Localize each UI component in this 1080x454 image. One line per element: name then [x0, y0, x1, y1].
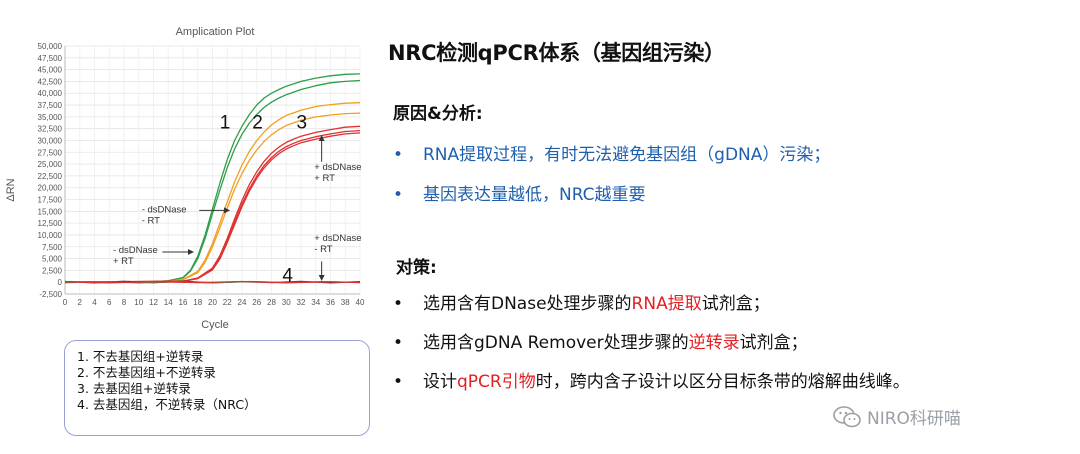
legend-item: 2. 不去基因组+不逆转录 [77, 365, 216, 380]
y-tick-label: 10,000 [38, 231, 63, 240]
strategy-highlight: 逆转录 [688, 333, 740, 353]
x-tick-label: 0 [63, 298, 68, 307]
strategy-text: 设计 [423, 372, 457, 392]
series-line [64, 102, 361, 283]
x-tick-label: 12 [149, 298, 158, 307]
y-tick-label: 30,000 [38, 136, 63, 145]
strategy-text: 选用含gDNA Remover处理步骤的 [423, 333, 689, 353]
x-tick-label: 32 [297, 298, 306, 307]
x-tick-label: 28 [267, 298, 276, 307]
y-tick-label: 12,500 [38, 219, 63, 228]
y-tick-label: 27,500 [38, 148, 63, 157]
x-tick-label: 16 [179, 298, 188, 307]
watermark-text: NIRO科研喵 [867, 409, 961, 429]
x-tick-label: 24 [238, 298, 247, 307]
x-tick-label: 10 [134, 298, 143, 307]
y-tick-label: 50,000 [38, 42, 63, 51]
y-tick-label: 5,000 [42, 255, 63, 264]
wechat-icon [833, 405, 861, 427]
x-tick-label: 4 [92, 298, 97, 307]
series-group [64, 73, 361, 284]
bullet-dot: • [393, 294, 404, 314]
x-tick-label: 40 [356, 298, 365, 307]
x-tick-label: 6 [107, 298, 112, 307]
y-tick-label: 40,000 [38, 89, 63, 98]
series-line [64, 79, 361, 283]
x-tick-label: 2 [78, 298, 83, 307]
chart-title: Amplication Plot [176, 26, 255, 38]
x-tick-label: 20 [208, 298, 217, 307]
y-tick-label: 25,000 [38, 160, 63, 169]
x-tick-label: 14 [164, 298, 173, 307]
strategy-highlight: RNA提取 [631, 294, 702, 314]
curve-number-label: 3 [296, 113, 307, 134]
reason-text: 基因表达量越低，NRC越重要 [423, 185, 646, 205]
watermark: NIRO科研喵 [833, 404, 961, 429]
x-tick-label: 22 [223, 298, 232, 307]
bullet-dot: • [393, 145, 404, 165]
strategy-bullet: • 选用含gDNA Remover处理步骤的逆转录试剂盒； [393, 328, 808, 353]
x-tick-label: 30 [282, 298, 291, 307]
legend-box: 1. 不去基因组+逆转录 2. 不去基因组+不逆转录 3. 去基因组+逆转录 4… [64, 340, 370, 436]
bullet-dot: • [393, 185, 404, 205]
strategy-text: 时，跨内含子设计以区分目标条带的熔解曲线峰。 [535, 372, 910, 392]
y-axis-label: ΔRN [5, 178, 17, 201]
strategy-text: 选用含有DNase处理步骤的 [423, 294, 632, 314]
y-tick-label: 0 [58, 278, 63, 287]
y-tick-label: 2,500 [42, 266, 63, 275]
x-tick-label: 18 [193, 298, 202, 307]
series-line [64, 132, 361, 283]
annotation-text: - RT [314, 244, 332, 255]
y-tick-label: 35,000 [38, 113, 63, 122]
y-tick-label: 15,000 [38, 207, 63, 216]
curve-number-label: 4 [282, 265, 293, 286]
x-axis-label: Cycle [201, 319, 229, 331]
y-tick-label: 20,000 [38, 184, 63, 193]
annotation-text: - RT [142, 215, 160, 226]
ticks: -2,50002,5005,0007,50010,00012,50015,000… [38, 42, 365, 307]
y-tick-label: 17,500 [38, 196, 63, 205]
y-tick-label: -2,500 [39, 290, 62, 299]
strategy-highlight: qPCR引物 [457, 372, 536, 392]
annotation-text: + RT [314, 173, 335, 184]
curve-number-label: 2 [252, 113, 263, 134]
y-tick-label: 47,500 [38, 54, 63, 63]
y-tick-label: 22,500 [38, 172, 63, 181]
annotation-text: + dsDNase [314, 162, 361, 173]
series-line [64, 280, 361, 284]
y-tick-label: 37,500 [38, 101, 63, 110]
bullet-dot: • [393, 333, 404, 353]
strategy-text: 试剂盒； [701, 294, 770, 314]
legend-item: 4. 去基因组，不逆转录（NRC） [77, 397, 257, 412]
strategy-bullet: • 选用含有DNase处理步骤的RNA提取试剂盒； [393, 289, 770, 314]
x-tick-label: 38 [341, 298, 350, 307]
legend-item: 3. 去基因组+逆转录 [77, 381, 191, 396]
legend-item: 1. 不去基因组+逆转录 [77, 349, 204, 364]
x-tick-label: 34 [311, 298, 320, 307]
strategy-heading: 对策: [396, 258, 437, 278]
x-tick-label: 26 [252, 298, 261, 307]
annotation-text: - dsDNase [142, 204, 187, 215]
y-tick-label: 7,500 [42, 243, 63, 252]
curve-number-label: 1 [220, 113, 231, 134]
strategy-bullet: • 设计qPCR引物时，跨内含子设计以区分目标条带的熔解曲线峰。 [393, 367, 910, 392]
y-tick-label: 42,500 [38, 77, 63, 86]
y-tick-label: 45,000 [38, 66, 63, 75]
y-tick-label: 32,500 [38, 125, 63, 134]
reason-bullet: • 基因表达量越低，NRC越重要 [393, 180, 646, 205]
x-tick-label: 8 [122, 298, 127, 307]
annotation-text: + dsDNase [314, 233, 361, 244]
x-tick-label: 36 [326, 298, 335, 307]
slide-title: NRC检测qPCR体系（基因组污染） [388, 41, 725, 65]
strategy-text: 试剂盒； [739, 333, 808, 353]
series-line [64, 112, 361, 283]
reason-bullet: • RNA提取过程，有时无法避免基因组（gDNA）污染； [393, 140, 830, 165]
annotation-text: + RT [113, 256, 134, 267]
annotation-text: - dsDNase [113, 245, 158, 256]
reason-text: RNA提取过程，有时无法避免基因组（gDNA）污染； [423, 145, 831, 165]
reason-heading: 原因&分析: [393, 104, 483, 124]
bullet-dot: • [393, 372, 404, 392]
